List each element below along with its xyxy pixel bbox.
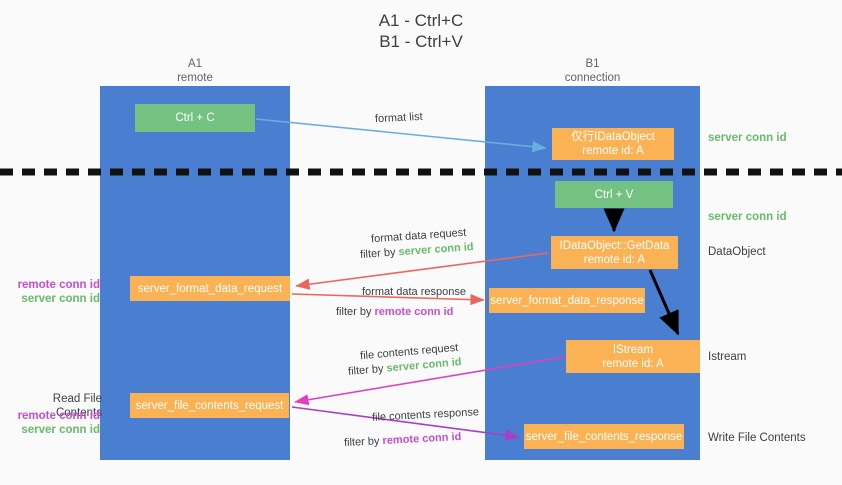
filter-prefix: filter by <box>359 246 399 261</box>
filter-prefix: filter by <box>336 306 375 318</box>
filter-value-remote-conn-id: remote conn id <box>382 430 462 448</box>
filter-prefix: filter by <box>347 362 388 378</box>
page-title: A1 - Ctrl+C B1 - Ctrl+V <box>378 11 464 51</box>
annotation-server-conn-id: server conn id <box>21 293 100 305</box>
annotation-server-conn-id: server conn id <box>21 424 100 436</box>
node-ctrl-c: Ctrl + C <box>135 104 255 132</box>
node-server-format-data-request: server_format_data_request <box>130 276 290 301</box>
label-file-contents-response-filter: filter by remote conn id <box>344 430 462 451</box>
filter-value-server-conn-id: server conn id <box>398 241 474 259</box>
node-server-file-contents-response: server_file_contents_response <box>524 424 684 449</box>
node-idataobject: 仅行IDataObject remote id: A <box>552 128 674 160</box>
label-format-data-response-filter: filter by remote conn id <box>336 305 453 320</box>
annotation-server-conn-id-top: server conn id <box>708 132 787 144</box>
annotation-read-file-contents: Read File Contents <box>52 393 102 419</box>
filter-value-remote-conn-id: remote conn id <box>374 306 454 318</box>
node-server-file-contents-request: server_file_contents_request <box>130 393 289 418</box>
node-idataobject-getdata: IDataObject::GetData remote id: A <box>551 236 678 269</box>
lane-header-b1: B1 connection <box>564 58 621 84</box>
annotation-dataobject: DataObject <box>708 246 766 258</box>
annotation-remote-conn-id: remote conn id <box>17 410 100 422</box>
annotation-istream: Istream <box>708 351 747 363</box>
label-format-data-response: format data response <box>362 286 466 298</box>
node-ctrl-v: Ctrl + V <box>555 181 673 208</box>
annotation-write-file-contents: Write File Contents <box>708 432 806 444</box>
filter-prefix: filter by <box>343 435 383 450</box>
node-server-format-data-response: server_format_data_response <box>489 288 645 313</box>
annotation-remote-conn-id: remote conn id <box>17 279 100 291</box>
annotation-conn-ids-format: remote conn id server conn id <box>8 278 100 306</box>
label-format-list: format list <box>374 110 423 126</box>
label-file-contents-response: file contents response <box>371 406 480 424</box>
annotation-server-conn-id-mid: server conn id <box>708 211 787 223</box>
annotation-conn-ids-file: remote conn id server conn id <box>8 409 100 437</box>
node-istream: IStream remote id: A <box>566 340 700 373</box>
lane-header-a1: A1 remote <box>177 58 213 84</box>
